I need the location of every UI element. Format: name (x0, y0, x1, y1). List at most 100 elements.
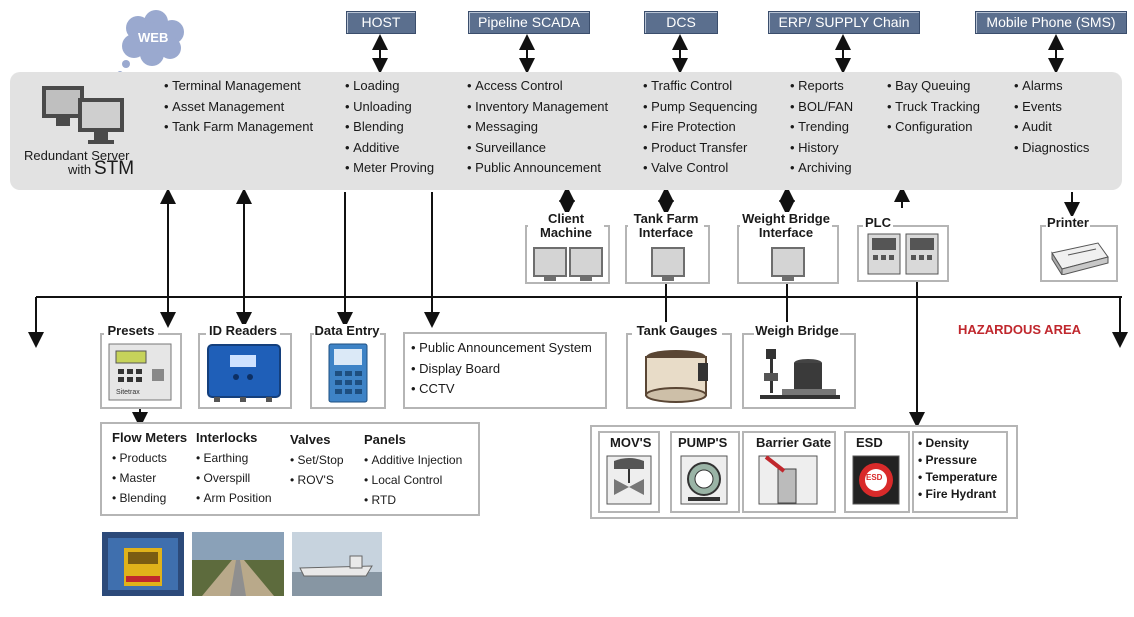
flow-meters-list: Products Master Blending (112, 448, 167, 508)
pipeline-scada-node[interactable]: Pipeline SCADA (468, 11, 590, 34)
esd-box: ESD ESD (844, 431, 910, 513)
list-item: Local Control (364, 470, 462, 490)
interlocks-title: Interlocks (196, 430, 258, 445)
list-item: Additive Injection (364, 450, 463, 470)
list-item: Terminal Management (164, 76, 313, 97)
list-item: Products (112, 448, 167, 468)
list-item: Meter Proving (345, 158, 434, 179)
list-item: Trending (790, 117, 853, 138)
presets-label: Presets (104, 324, 158, 338)
public-announcement-box: Public Announcement System Display Board… (403, 332, 607, 409)
valves-title: Valves (290, 432, 331, 447)
list-item: Loading (345, 76, 434, 97)
plc-label: PLC (863, 215, 893, 230)
list-item: Audit (1014, 117, 1089, 138)
erp-supply-chain-node[interactable]: ERP/ SUPPLY Chain (768, 11, 920, 34)
list-item: Valve Control (643, 158, 757, 179)
printer-label: Printer (1046, 215, 1090, 230)
client-machine-label: Client Machine (528, 212, 604, 240)
weigh-bridge-box (742, 333, 856, 409)
list-item: Diagnostics (1014, 138, 1089, 159)
list-item: Earthing (196, 448, 272, 468)
printer-box (1040, 225, 1118, 282)
list-item: Tank Farm Management (164, 117, 313, 138)
list-item: Alarms (1014, 76, 1089, 97)
list-item: Fire Protection (643, 117, 757, 138)
server-label-stm: STM (94, 158, 135, 179)
list-item: Public Announcement (467, 158, 608, 179)
plc-box (857, 225, 949, 282)
list-item: Public Announcement System (411, 338, 592, 359)
list-item: Arm Position (196, 488, 272, 508)
tank-gauges-label: Tank Gauges (632, 324, 722, 338)
monitor-icon (651, 247, 685, 281)
functions-access-list: Access Control Inventory Management Mess… (467, 76, 608, 179)
functions-alarms-list: Alarms Events Audit Diagnostics (1014, 76, 1089, 158)
sensors-list: Density Pressure Temperature Fire Hydran… (918, 435, 998, 503)
id-readers-box (198, 333, 292, 409)
mobile-phone-sms-node[interactable]: Mobile Phone (SMS) (975, 11, 1127, 34)
plc-icon (867, 233, 939, 275)
pump-icon (680, 455, 728, 505)
list-item: Fire Hydrant (918, 486, 997, 503)
list-item: Density (918, 435, 997, 452)
monitor-icon (533, 247, 567, 281)
data-entry-terminal-icon (328, 343, 368, 403)
movs-box: MOV'S (598, 431, 660, 513)
list-item: CCTV (411, 379, 592, 400)
list-item: Access Control (467, 76, 608, 97)
tanker-ship-photo (292, 532, 382, 596)
list-item: Bay Queuing (887, 76, 980, 97)
interlocks-list: Earthing Overspill Arm Position (196, 448, 272, 508)
list-item: Master (112, 468, 167, 488)
weigh-bridge-label: Weigh Bridge (754, 323, 840, 338)
panels-title: Panels (364, 432, 406, 447)
esd-label: ESD (856, 435, 883, 450)
web-cloud-icon (117, 10, 184, 77)
motor-operated-valve-icon (606, 455, 652, 505)
list-item: Traffic Control (643, 76, 757, 97)
pumps-box: PUMP'S (670, 431, 740, 513)
monitor-icon (771, 247, 805, 281)
list-item: Additive (345, 138, 434, 159)
preset-brand-text: Sitetrax (116, 389, 140, 396)
id-readers-label: ID Readers (206, 324, 280, 338)
dcs-node[interactable]: DCS (644, 11, 718, 34)
list-item: BOL/FAN (790, 97, 853, 118)
panels-list: Additive Injection Local Control RTD (364, 450, 463, 510)
functions-reports-list: Reports BOL/FAN Trending History Archivi… (790, 76, 853, 179)
web-label: WEB (138, 30, 169, 45)
instruments-box: Flow Meters Products Master Blending Int… (100, 422, 480, 516)
list-item: History (790, 138, 853, 159)
field-devices-box: MOV'S PUMP'S Barrier Gate ESD (590, 425, 1018, 519)
id-reader-enclosure-icon (207, 344, 281, 402)
list-item: Display Board (411, 359, 592, 380)
host-node[interactable]: HOST (346, 11, 416, 34)
sensors-box: Density Pressure Temperature Fire Hydran… (912, 431, 1008, 513)
functions-management-list: Terminal Management Asset Management Tan… (164, 76, 313, 138)
barrier-gate-icon (758, 455, 818, 505)
list-item: Blending (345, 117, 434, 138)
list-item: Asset Management (164, 97, 313, 118)
server-label-line1: Redundant Server (24, 148, 130, 163)
printer-icon (1051, 242, 1109, 275)
functions-loading-list: Loading Unloading Blending Additive Mete… (345, 76, 434, 179)
movs-label: MOV'S (610, 435, 652, 450)
functions-control-list: Traffic Control Pump Sequencing Fire Pro… (643, 76, 757, 179)
barrier-gate-box: Barrier Gate (742, 431, 836, 513)
list-item: Blending (112, 488, 167, 508)
tank-gauges-box (626, 333, 732, 409)
public-announcement-list: Public Announcement System Display Board… (411, 338, 592, 400)
esd-badge-text: ESD (866, 473, 883, 482)
emergency-shutdown-icon (852, 455, 900, 505)
list-item: ROV'S (290, 470, 344, 490)
redundant-server-icon (42, 86, 124, 144)
flow-meters-title: Flow Meters (112, 430, 188, 445)
list-item: Temperature (918, 469, 998, 486)
server-label-with: with (68, 162, 92, 177)
weight-bridge-interface-label: Weight Bridge Interface (740, 212, 832, 240)
list-item: Unloading (345, 97, 434, 118)
list-item: Truck Tracking (887, 97, 980, 118)
barrier-gate-label: Barrier Gate (756, 435, 832, 450)
